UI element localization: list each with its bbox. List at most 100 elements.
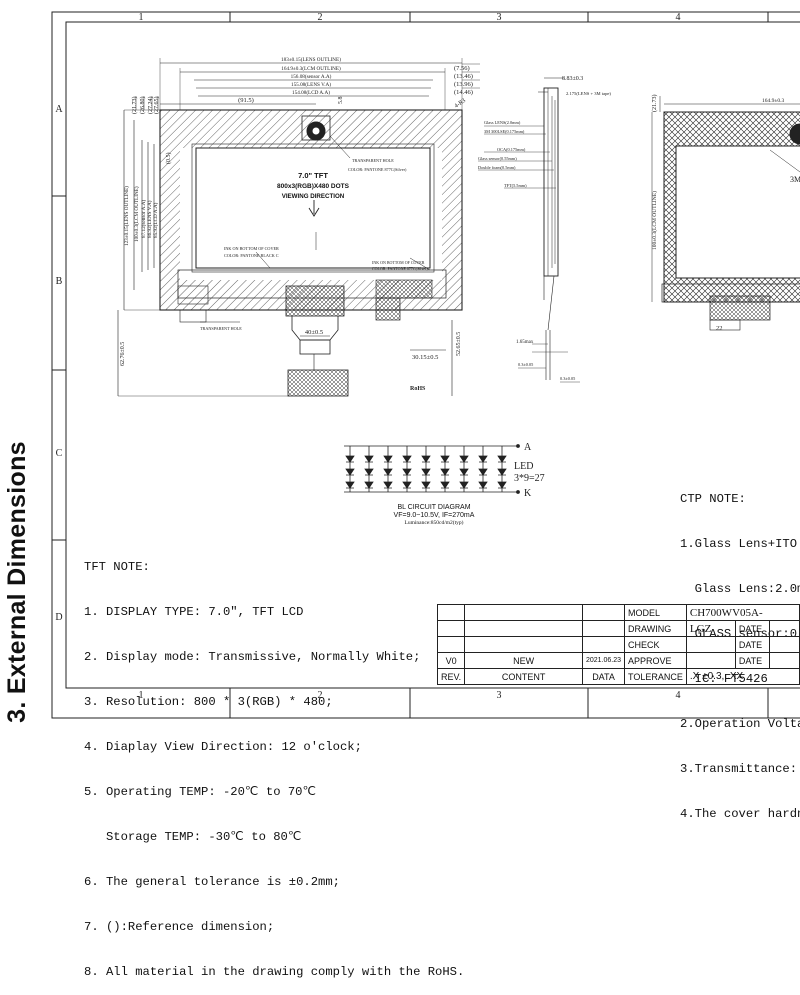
dim-left-4: (27.65) xyxy=(153,97,160,115)
dim-lens-outline-height: 123±0.15(LENS OUTLINE) xyxy=(123,186,130,246)
side-dim-tape: 2.175(LENS + 3M tape) xyxy=(566,91,611,96)
date-label: DATE xyxy=(734,652,771,669)
transparent-hole-color: COLOR: PANTONE 877C(Silver) xyxy=(348,167,407,172)
right-dim-vertical: 100±0.3(LCM OUTLINE) xyxy=(651,191,658,250)
rohs-mark: RoHS xyxy=(410,386,426,392)
tft-note-line: 5. Operating TEMP: -20℃ to 70℃ xyxy=(84,785,317,799)
ctp-note-line: Glass Lens:2.0mm xyxy=(680,582,800,596)
tft-note-line: 7. ():Reference dimension; xyxy=(84,920,275,934)
drawing-label: DRAWING xyxy=(624,620,687,637)
led-diode-symbol xyxy=(383,468,393,476)
led-diode-symbol xyxy=(497,468,507,476)
led-diode-symbol xyxy=(459,468,469,476)
led-diode-symbol xyxy=(497,455,507,463)
grid-col-4: 4 xyxy=(676,12,681,23)
right-view xyxy=(651,96,800,331)
dim-lcm-outline-width: 164.9±0.3(LCM OUTLINE) xyxy=(281,65,341,72)
lcd-active-area xyxy=(195,147,431,269)
tft-note-line: 3. Resolution: 800 * 3(RGB) * 480; xyxy=(84,695,333,709)
tft-note-line: 6. The general tolerance is ±0.2mm; xyxy=(84,875,340,889)
rev-label: REV. xyxy=(436,668,466,685)
grid-col-4-bottom: 4 xyxy=(676,690,681,701)
layer-tft: TFT(5.5mm) xyxy=(504,183,527,188)
cathode-label: K xyxy=(524,488,532,499)
dim-left-2: (26.80) xyxy=(139,97,146,115)
tft-note-line: 1. DISPLAY TYPE: 7.0", TFT LCD xyxy=(84,605,304,619)
dim-30: 30.15±0.5 xyxy=(412,354,438,361)
led-diode-symbol xyxy=(383,455,393,463)
led-diode-symbol xyxy=(478,481,488,489)
dim-left-1: (21.73) xyxy=(131,97,138,115)
hatched-border-left xyxy=(160,148,180,280)
title-block: MODEL CH700WV05A- DRAWING LGZ DATE CHECK… xyxy=(436,604,800,685)
dim-right-2: (13.46) xyxy=(454,73,473,80)
tolerance-value: .X ±0.3, .XX xyxy=(685,668,800,685)
rev-v0: V0 xyxy=(436,652,466,669)
layer-glass-sensor: Glass sensor(0.55mm) xyxy=(478,156,517,161)
transparent-hole-label: TRANSPARENT HOLE xyxy=(352,158,394,163)
anode-label: A xyxy=(524,442,532,453)
dim-lens-outline-width: 183±0.15(LENS OUTLINE) xyxy=(281,56,341,63)
tft-note-line: Storage TEMP: -30℃ to 80℃ xyxy=(84,830,302,844)
tft-note-line: 4. Diaplay View Direction: 12 o'clock; xyxy=(84,740,362,754)
right-dim-top: 164.9±0.3 xyxy=(762,98,785,104)
front-view xyxy=(117,58,480,397)
grid-col-2-bottom: 2 xyxy=(318,690,323,701)
dim-lcm-outline-height: 100±0.3(LCM OUTLINE) xyxy=(133,186,140,242)
side-view xyxy=(478,77,580,383)
drawing-sheet: 1 2 3 4 1 2 3 4 A B C D xyxy=(51,11,800,719)
ctp-note-line: 3.Transmittance: ≥ xyxy=(680,762,800,776)
grid-col-1-bottom: 1 xyxy=(139,690,144,701)
ctp-note-line: 1.Glass Lens+ITO Gl xyxy=(680,537,798,551)
layer-3m-tape: 3M 300LSE(0.175mm) xyxy=(484,129,525,134)
tolerance-label: TOLERANCE xyxy=(624,668,687,685)
transparent-hole-2-label: TRANSPARENT HOLE xyxy=(200,326,242,331)
fpc-tail xyxy=(287,369,349,397)
circuit-title: BL CIRCUIT DIAGRAM xyxy=(397,504,470,511)
led-diode-symbol xyxy=(459,455,469,463)
led-diode-symbol xyxy=(402,481,412,489)
dim-sensor-aa-width: 156.08(sensor A.A) xyxy=(291,73,332,80)
grid-col-1: 1 xyxy=(139,12,144,23)
dim-sensor-aa-height: 87.12(sensor A.A) xyxy=(140,200,147,238)
dim-lens-va-width: 155.08(LENS V.A) xyxy=(291,81,331,88)
dim-radius: 4-R3 xyxy=(454,98,467,110)
circuit-luminance: Luminance:850cd/m2(typ) xyxy=(405,519,464,526)
lcd-resolution-label: 800x3(RGB)X480 DOTS xyxy=(277,183,350,190)
model-label: MODEL xyxy=(624,604,687,621)
side-dim-top: 8.83±0.3 xyxy=(562,76,583,82)
led-label: LED xyxy=(514,461,533,472)
right-dim-22: 22 xyxy=(716,325,723,332)
content-label: CONTENT xyxy=(464,668,583,685)
ctp-note-title: CTP NOTE: xyxy=(680,492,746,506)
ink-bottom-2-color: COLOR: PANTONE 877C(Silver) xyxy=(372,266,428,271)
dim-5-8: 5.8 xyxy=(338,97,344,105)
tft-note-title: TFT NOTE: xyxy=(84,560,150,574)
ctp-note-line: 4.The cover hardnes xyxy=(680,807,800,821)
led-diode-symbol xyxy=(364,468,374,476)
data-label: DATA xyxy=(581,668,626,685)
layer-double-foam: Double foam(0.5mm) xyxy=(478,165,516,170)
drawing-value: LGZ xyxy=(685,620,736,637)
dim-40: 40±0.5 xyxy=(305,329,323,336)
ctp-note-line: 2.Operation Voltage xyxy=(680,717,800,731)
grid-row-b: B xyxy=(56,276,63,287)
layer-glass-lens: Glass LENS(2.0mm) xyxy=(484,120,521,125)
dim-right-4: (14.46) xyxy=(454,89,473,96)
tft-note-line: 8. All material in the drawing comply wi… xyxy=(84,965,465,979)
dim-lcd-aa-width: 154.08(LCD A.A) xyxy=(292,89,330,96)
circuit-spec: VF=9.0~10.5V, IF=270mA xyxy=(394,512,475,519)
dim-lens-va-height: 86.92(LENS V.A) xyxy=(146,200,153,238)
date-label: DATE xyxy=(734,620,771,637)
date-label: DATE xyxy=(734,636,771,653)
led-diode-symbol xyxy=(421,481,431,489)
rev-content-new: NEW xyxy=(464,652,583,669)
led-diode-symbol xyxy=(345,481,355,489)
model-value: CH700WV05A- xyxy=(685,604,800,621)
tft-note: TFT NOTE: 1. DISPLAY TYPE: 7.0", TFT LCD… xyxy=(84,530,464,995)
tft-note-line: 2. Display mode: Transmissive, Normally … xyxy=(84,650,421,664)
side-dim-b: 0.3±0.05 xyxy=(560,376,575,381)
dim-62: 62.76±0.5 xyxy=(120,342,126,366)
led-circuit xyxy=(344,444,520,494)
check-label: CHECK xyxy=(624,636,687,653)
